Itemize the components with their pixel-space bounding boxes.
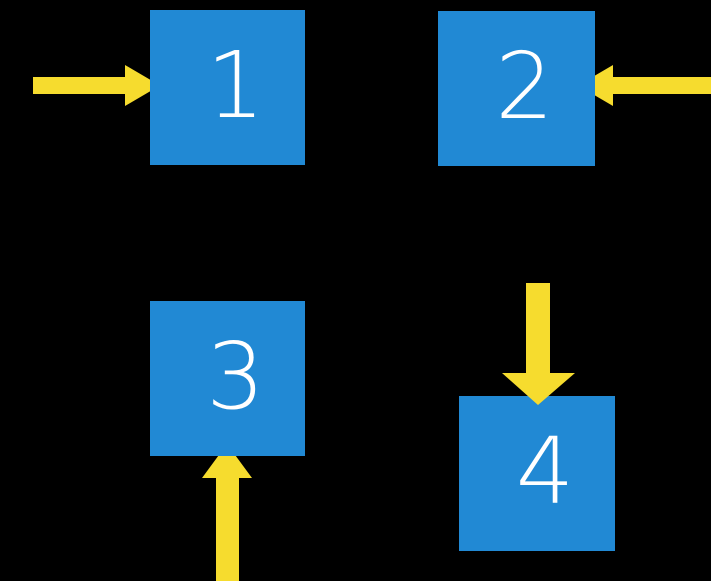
node-1[interactable]: 1	[150, 10, 305, 165]
node-4-label: 4	[515, 417, 575, 525]
arrow-into-node-2-icon	[578, 65, 711, 106]
node-3-label: 3	[206, 322, 265, 430]
arrow-into-node-4-icon	[502, 283, 575, 405]
node-2[interactable]: 2	[438, 11, 595, 166]
arrow-right-glyph	[33, 65, 160, 106]
arrow-into-node-3-icon	[202, 444, 252, 581]
arrow-left-glyph	[578, 65, 711, 106]
node-1-label: 1	[206, 31, 265, 139]
node-2-label: 2	[495, 32, 554, 140]
arrow-into-node-1-icon	[33, 65, 160, 106]
node-3[interactable]: 3	[150, 301, 305, 456]
node-4[interactable]: 4	[459, 396, 615, 551]
arrow-down-glyph	[502, 283, 575, 405]
arrow-up-glyph	[202, 444, 252, 581]
